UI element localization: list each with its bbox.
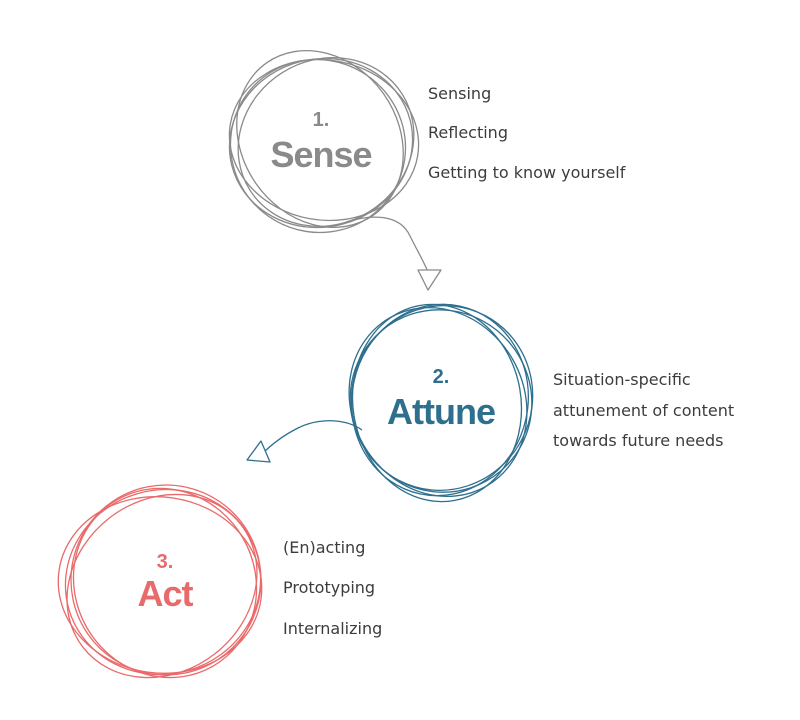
step-sense: 1. Sense Sensing Reflecting Getting to k…: [228, 50, 626, 234]
sense-line-3: Getting to know yourself: [428, 163, 626, 182]
step-attune: 2. Attune Situation-specific attunement …: [348, 303, 734, 503]
attune-title: Attune: [387, 391, 495, 432]
attune-line-3: towards future needs: [553, 431, 724, 450]
act-scribble-circle: [57, 484, 263, 679]
act-line-2: Prototyping: [283, 578, 375, 597]
attune-line-2: attunement of content: [553, 401, 734, 420]
sense-scribble-circle: [228, 50, 420, 234]
arrow-head-sense: [417, 269, 442, 291]
attune-scribble-circle: [348, 303, 534, 503]
sense-title: Sense: [270, 134, 371, 175]
attune-number: 2.: [433, 366, 450, 388]
act-number: 3.: [157, 551, 174, 573]
act-line-1: (En)acting: [283, 538, 365, 557]
sense-number: 1.: [313, 109, 330, 131]
arrow-sense-to-attune: [345, 216, 442, 291]
act-title: Act: [137, 573, 193, 614]
sense-line-1: Sensing: [428, 84, 491, 103]
step-act: 3. Act (En)acting Prototyping Internaliz…: [57, 484, 382, 679]
attune-line-1: Situation-specific: [553, 370, 691, 389]
arrow-attune-to-act: [246, 420, 363, 463]
act-line-3: Internalizing: [283, 619, 382, 638]
sense-line-2: Reflecting: [428, 123, 508, 142]
arrow-head-attune: [246, 440, 271, 463]
